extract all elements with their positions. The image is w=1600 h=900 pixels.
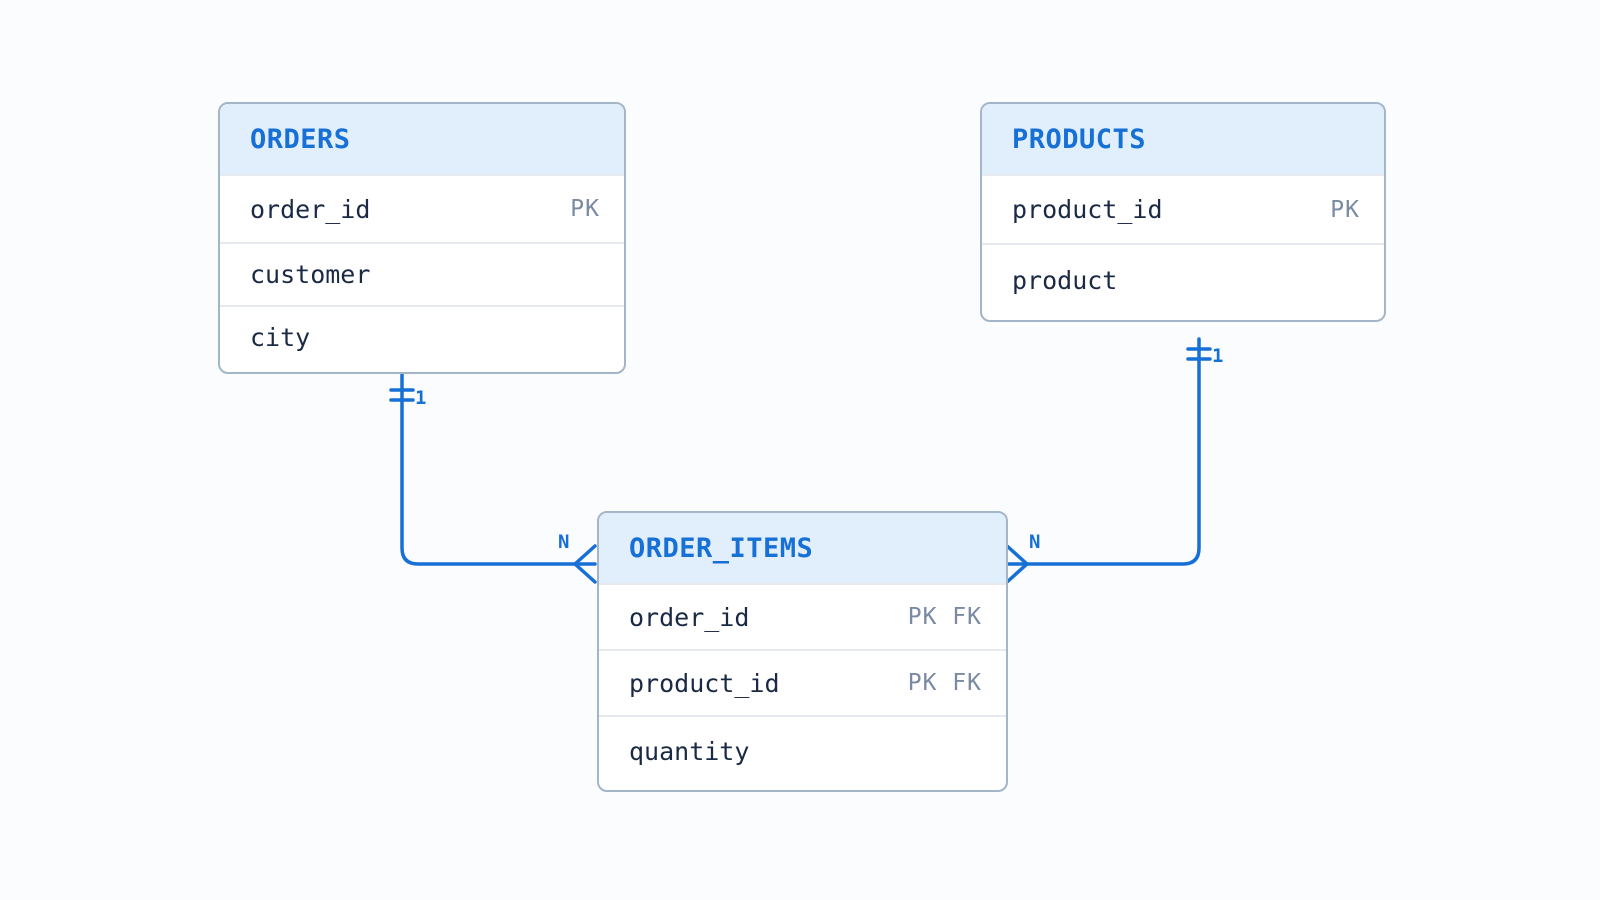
entity-header: ORDER_ITEMS [599, 513, 1006, 583]
entity-title: ORDERS [250, 123, 351, 155]
attribute-row-quantity[interactable]: quantity [599, 715, 1006, 785]
key-badge: PK [1330, 196, 1360, 223]
attribute-row-city[interactable]: city [220, 305, 624, 368]
entity-products[interactable]: PRODUCTS product_id PK product [980, 102, 1386, 322]
entity-title: PRODUCTS [1012, 123, 1147, 155]
entity-orders[interactable]: ORDERS order_id PK customer city [218, 102, 626, 374]
entity-title: ORDER_ITEMS [629, 532, 814, 564]
attribute-name: product [1012, 265, 1118, 295]
cardinality-order-items-many-right: N [1029, 531, 1041, 553]
attribute-name: city [250, 323, 311, 352]
attribute-name: product_id [1012, 195, 1163, 224]
relationship-line [1005, 337, 1201, 566]
attribute-name: product_id [629, 668, 780, 698]
relationship-orders-order-items[interactable] [389, 373, 597, 584]
entity-header: PRODUCTS [982, 104, 1384, 174]
cardinality-order-items-many-left: N [558, 531, 570, 553]
cardinality-products-one: 1 [1212, 345, 1224, 367]
key-badge: PK [570, 196, 600, 222]
crowfoot-marker [573, 544, 597, 584]
attribute-row-product[interactable]: product [982, 243, 1384, 315]
attribute-row-customer[interactable]: customer [220, 242, 624, 305]
attribute-name: customer [250, 260, 371, 289]
crowfoot-marker [1005, 544, 1029, 584]
attribute-row-order-id[interactable]: order_id PK [220, 174, 624, 242]
relationship-products-order-items[interactable] [1005, 337, 1212, 584]
attribute-name: order_id [250, 194, 371, 224]
attribute-row-order-id[interactable]: order_id PK FK [599, 583, 1006, 649]
key-badge: PK FK [907, 604, 982, 630]
key-badge: PK FK [907, 670, 982, 696]
entity-header: ORDERS [220, 104, 624, 174]
attribute-row-product-id[interactable]: product_id PK [982, 174, 1384, 243]
entity-order-items[interactable]: ORDER_ITEMS order_id PK FK product_id PK… [597, 511, 1008, 792]
attribute-row-product-id[interactable]: product_id PK FK [599, 649, 1006, 715]
attribute-name: order_id [629, 602, 750, 632]
cardinality-orders-one: 1 [415, 387, 427, 409]
attribute-name: quantity [629, 736, 750, 766]
relationship-line [400, 373, 597, 566]
